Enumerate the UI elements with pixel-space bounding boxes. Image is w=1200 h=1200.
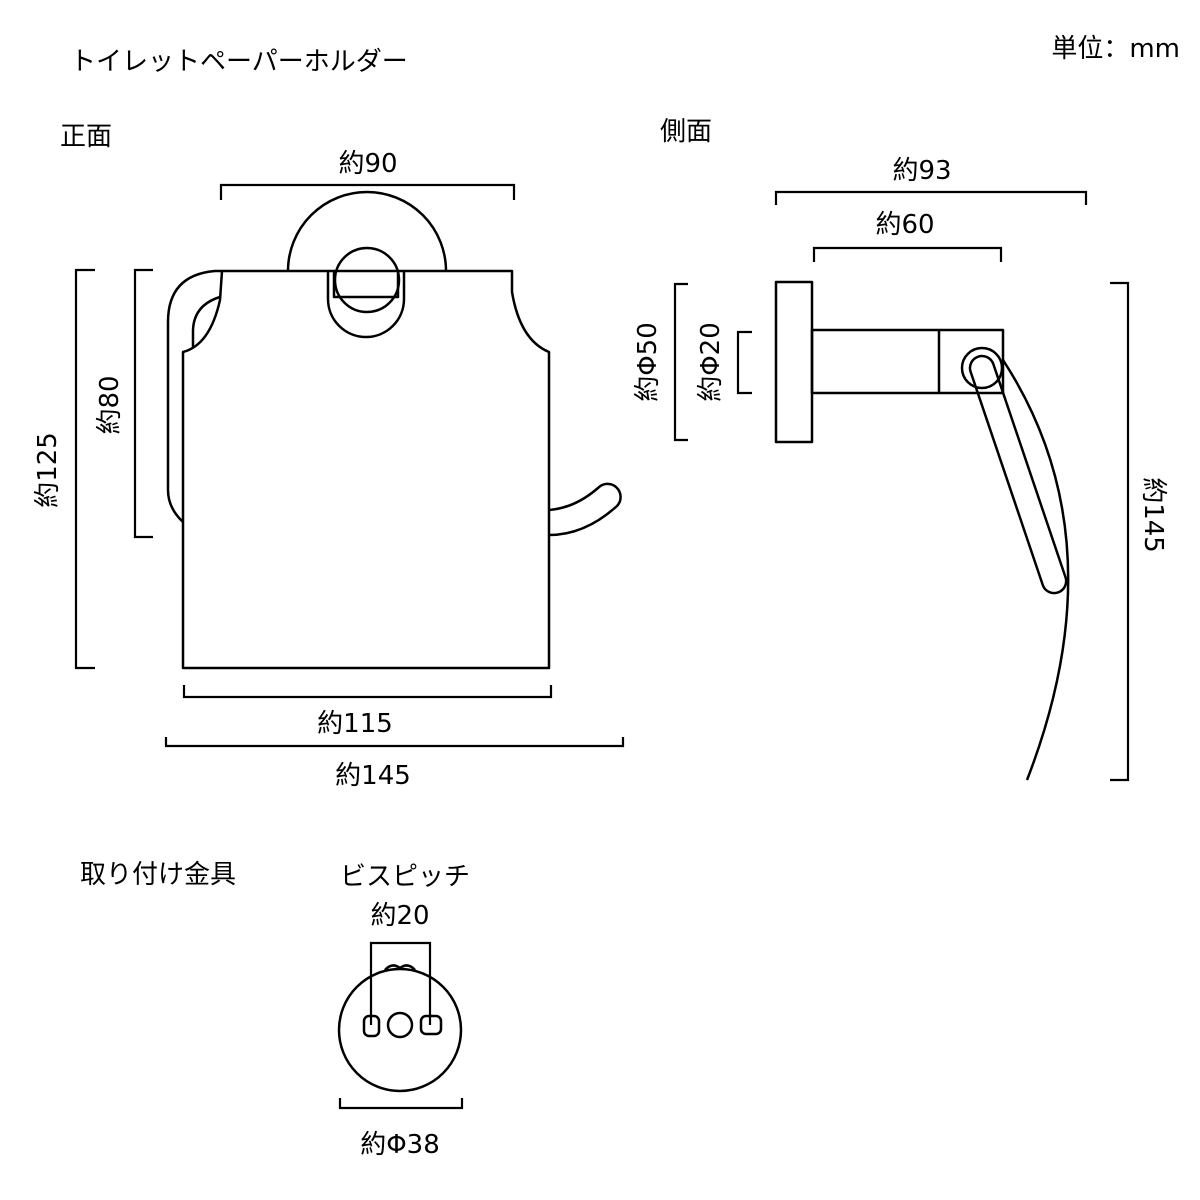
- dim-line-plate-dia: [673, 282, 688, 442]
- dim-side-height: 約145: [1138, 477, 1168, 553]
- paper-cover: [181, 269, 551, 670]
- dim-line-total-width: [164, 737, 625, 748]
- dim-line-arm-dia: [736, 330, 752, 395]
- pivot: [960, 346, 1004, 390]
- dim-line-body-width: [182, 685, 553, 699]
- screw-pitch-label: ビスピッチ: [340, 862, 470, 892]
- side-view: 約93 約60 約Φ50 約Φ20 約145: [633, 156, 1168, 782]
- drawing-title: トイレットペーパーホルダー: [70, 47, 408, 77]
- front-view: 約90 約125 約80 約115 約145: [33, 149, 625, 791]
- knob-cutout: [326, 271, 406, 339]
- dim-arm-dia: 約Φ20: [696, 322, 726, 402]
- dim-total-width: 約145: [335, 761, 411, 791]
- dim-height-total: 約125: [33, 432, 63, 508]
- dim-line-side-height: [1110, 281, 1130, 782]
- wall-plate: [774, 280, 814, 444]
- dim-line-depth-total: [774, 190, 1088, 205]
- left-arm-inner: [191, 295, 221, 348]
- front-view-heading: 正面: [60, 122, 112, 152]
- cover-curve: [1001, 359, 1070, 781]
- dim-line-top: [219, 183, 516, 200]
- paper-bar: [968, 354, 1068, 595]
- mounting-bracket: ビスピッチ 約20 約Φ38: [337, 862, 470, 1160]
- dim-line-height-upper: [133, 268, 153, 539]
- dim-plate-dia: 約Φ50: [633, 322, 663, 402]
- bracket-heading: 取り付け金具: [80, 860, 236, 890]
- dim-top-width: 約90: [338, 149, 397, 179]
- dim-line-height-total: [74, 268, 95, 670]
- dim-body-width: 約115: [317, 709, 393, 739]
- dim-line-arm-length: [812, 246, 1003, 262]
- bracket-notch: [384, 964, 416, 971]
- unit-label: 単位：mm: [1051, 34, 1180, 64]
- side-view-heading: 側面: [660, 117, 712, 147]
- paper-arm: [548, 482, 622, 537]
- dim-line-bracket-dia: [338, 1098, 464, 1110]
- center-hole: [386, 1011, 414, 1039]
- dim-arm-length: 約60: [875, 210, 934, 240]
- screw-pitch-value: 約20: [370, 901, 429, 931]
- dim-bracket-dia: 約Φ38: [360, 1130, 440, 1160]
- left-arm-outer: [166, 269, 222, 523]
- knob: [333, 246, 401, 314]
- dim-height-upper: 約80: [95, 375, 125, 434]
- bracket-plate: [337, 967, 463, 1093]
- dim-depth-total: 約93: [892, 156, 951, 186]
- dim-line-pitch: [369, 941, 432, 1025]
